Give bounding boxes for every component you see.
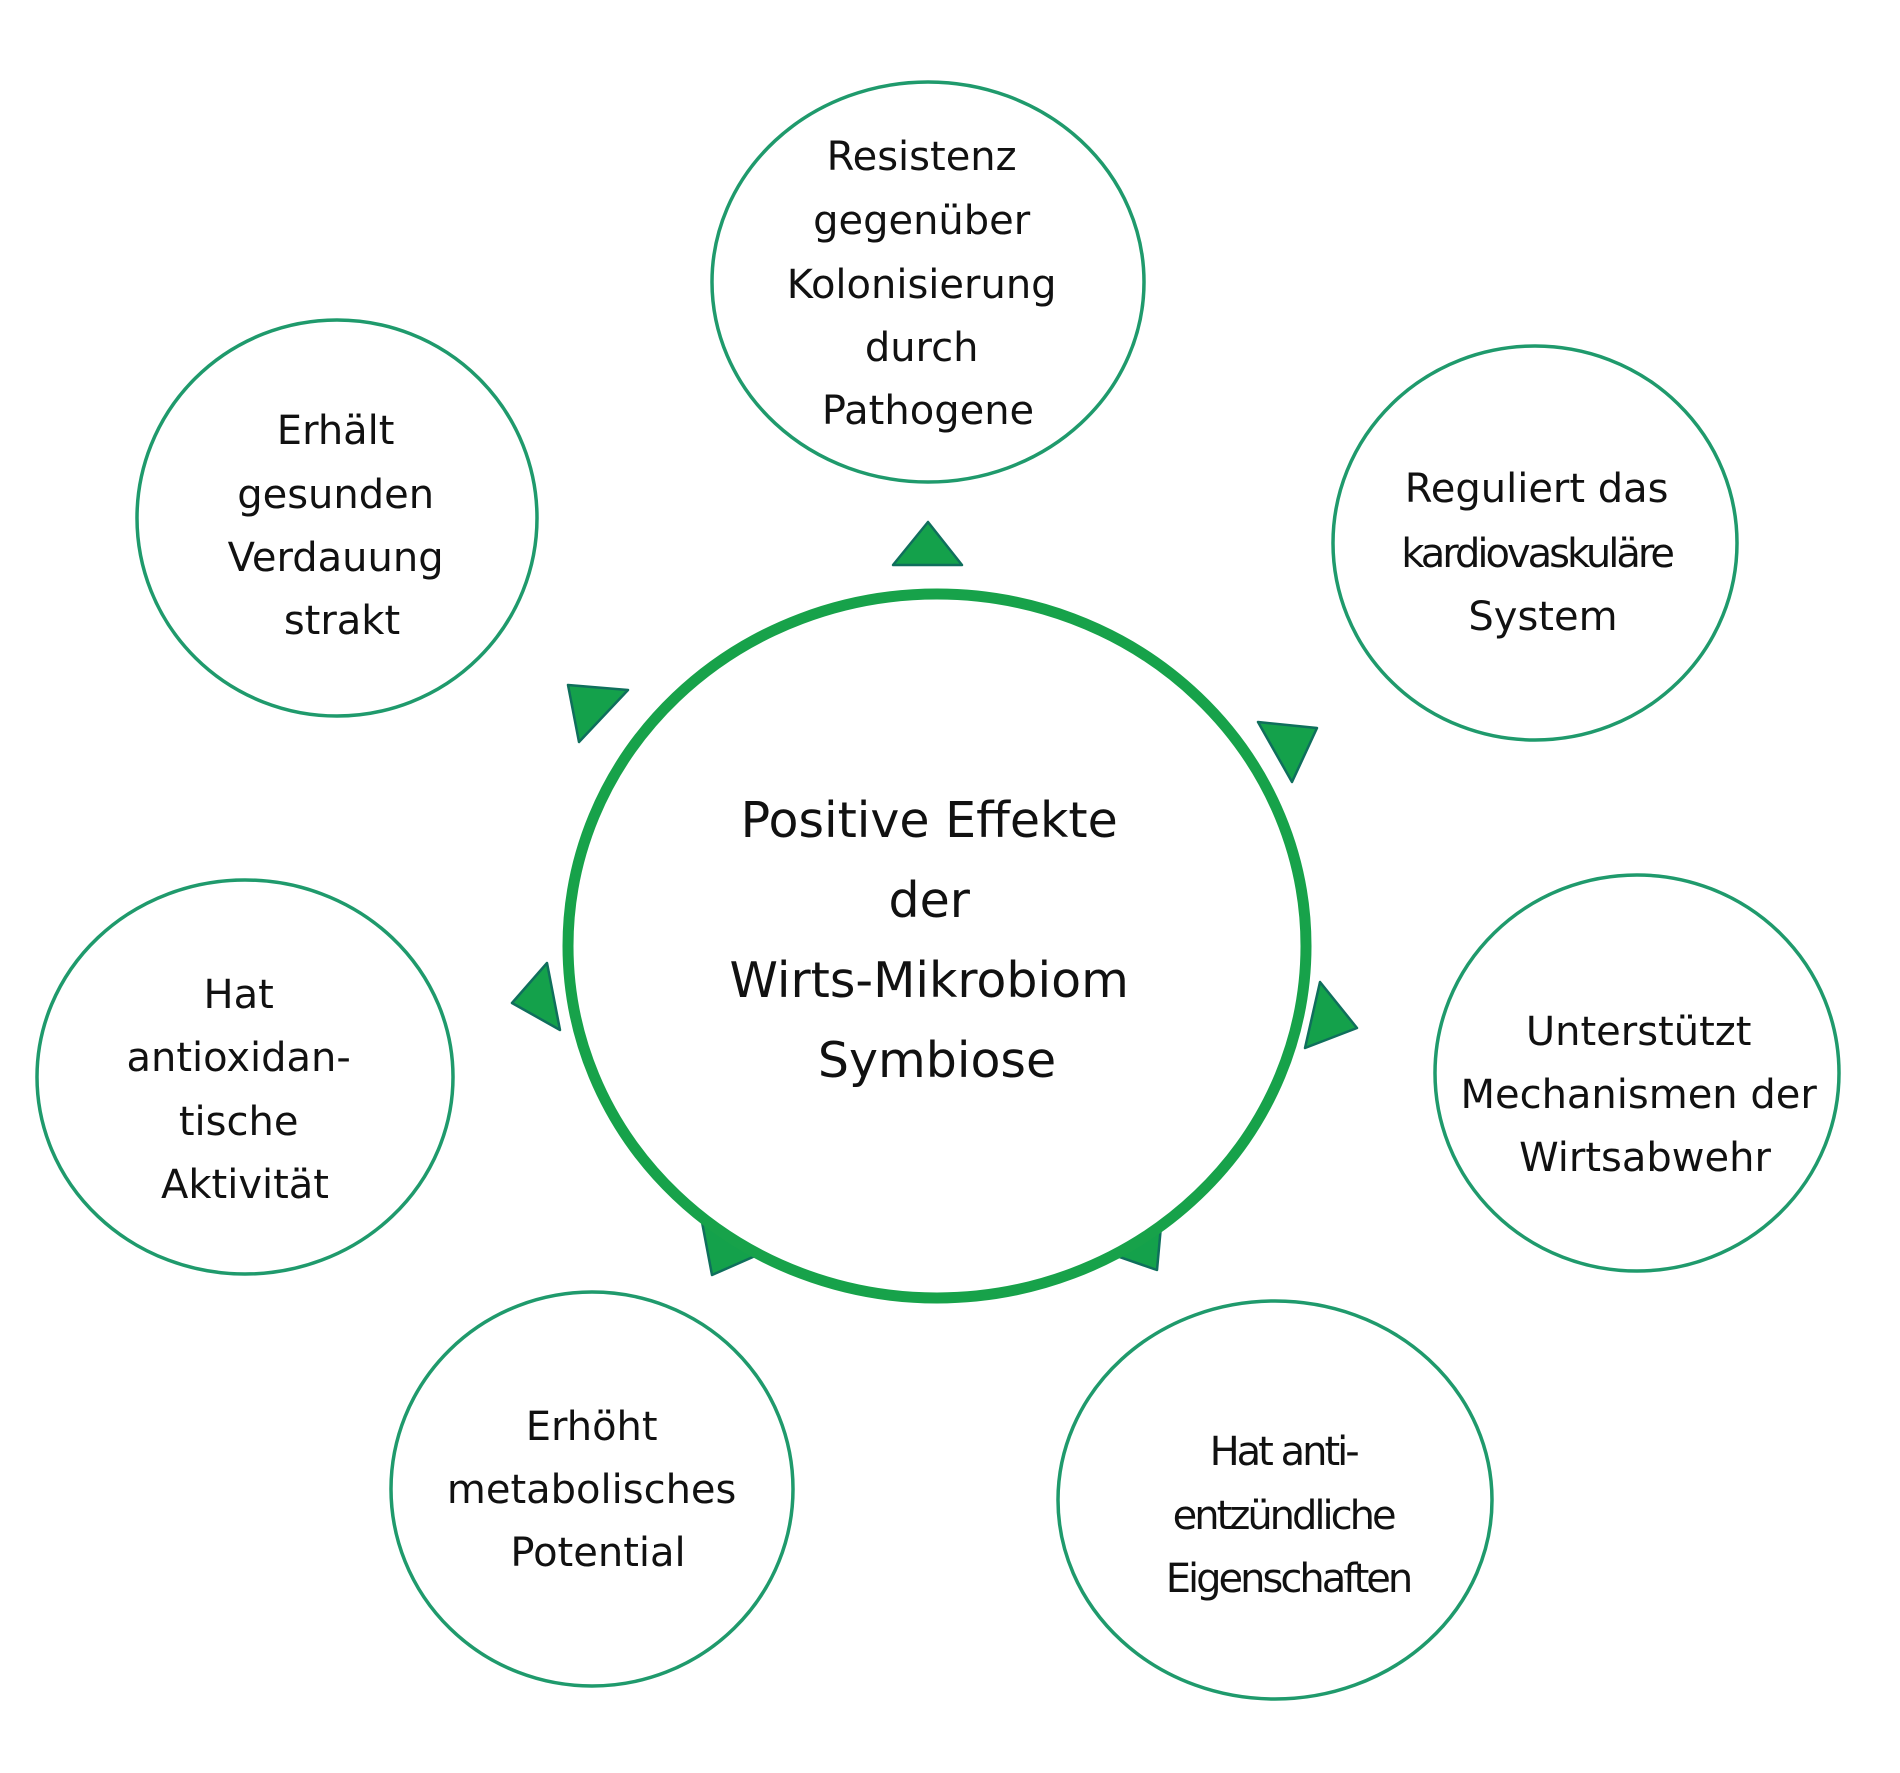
effect-label-line: Erhält xyxy=(277,408,395,454)
effect-label-line: metabolisches xyxy=(447,1467,737,1513)
effect-node-host-defense: Unterstützt Mechanismen der Wirtsabwehr xyxy=(1433,873,1841,1273)
effect-label-line: durch xyxy=(865,325,979,371)
arrows xyxy=(510,520,1359,1277)
effect-ring xyxy=(1433,873,1841,1273)
arrow-top-icon xyxy=(891,520,964,567)
center-label-line: Positive Effekte xyxy=(741,792,1118,849)
effect-ring xyxy=(1331,344,1739,742)
center-label-line: der xyxy=(889,872,971,929)
effect-label-line: Erhöht xyxy=(526,1404,658,1450)
effect-label-line: gegenüber xyxy=(813,198,1031,244)
effect-label-line: strakt xyxy=(284,598,400,644)
arrow-top-left-icon xyxy=(566,683,630,744)
effect-label-line: Verdauung xyxy=(228,535,444,581)
effect-label: Resistenz gegenüber Kolonisierung durch … xyxy=(787,134,1070,434)
effect-label-line: Pathogene xyxy=(822,388,1034,434)
effect-label-line: kardiovaskuläre xyxy=(1401,531,1673,577)
effect-label-line: Resistenz xyxy=(827,134,1017,180)
effect-label: Hat anti- entzündliche Eigenschaften xyxy=(1166,1429,1410,1602)
effect-label-line: entzündliche xyxy=(1173,1493,1395,1539)
center-label: Positive Effekte der Wirts-Mikrobiom Sym… xyxy=(730,792,1145,1089)
center-label-line: Wirts-Mikrobiom xyxy=(730,952,1129,1009)
effect-label: Reguliert das kardiovaskuläre System xyxy=(1401,466,1685,640)
effect-label-line: gesunden xyxy=(237,472,434,518)
arrow-top-right-icon xyxy=(1256,720,1319,784)
effect-label-line: Hat xyxy=(204,972,274,1018)
effect-label-line: Aktivität xyxy=(161,1162,329,1208)
effect-ring xyxy=(1056,1299,1494,1701)
effect-label-line: antioxidan- xyxy=(126,1035,350,1081)
effect-label-line: Mechanismen der xyxy=(1460,1072,1817,1118)
effect-ring xyxy=(35,878,455,1276)
arrow-left-icon xyxy=(510,961,562,1032)
effect-ring xyxy=(135,318,539,718)
effect-label-line: Hat anti- xyxy=(1210,1429,1359,1475)
effect-label: Erhält gesunden Verdauung strakt xyxy=(228,408,457,644)
effect-label-line: Unterstützt xyxy=(1526,1009,1752,1055)
effect-label-line: Potential xyxy=(510,1530,685,1576)
center-label-line: Symbiose xyxy=(818,1032,1056,1089)
center-node: Positive Effekte der Wirts-Mikrobiom Sym… xyxy=(562,588,1312,1304)
effect-node-antioxidant: Hat antioxidan- tische Aktivität xyxy=(35,878,455,1276)
effect-label-line: tische xyxy=(179,1099,299,1145)
effect-ring xyxy=(389,1290,795,1688)
effect-label: Erhöht metabolisches Potential xyxy=(447,1404,749,1576)
effect-label: Unterstützt Mechanismen der Wirtsabwehr xyxy=(1460,1009,1829,1181)
effect-node-digestion: Erhält gesunden Verdauung strakt xyxy=(135,318,539,718)
effect-label: Hat antioxidan- tische Aktivität xyxy=(126,972,363,1208)
effect-node-cardiovascular: Reguliert das kardiovaskuläre System xyxy=(1331,344,1739,742)
effect-label-line: Eigenschaften xyxy=(1166,1556,1410,1602)
arrow-right-icon xyxy=(1303,980,1359,1050)
effect-ring xyxy=(710,80,1146,484)
effect-node-metabolic: Erhöht metabolisches Potential xyxy=(389,1290,795,1688)
center-ring xyxy=(562,588,1312,1304)
effect-label-line: Reguliert das xyxy=(1405,466,1669,512)
effect-label-line: System xyxy=(1468,594,1617,640)
effect-label-line: Wirtsabwehr xyxy=(1519,1135,1771,1181)
effect-node-resistance: Resistenz gegenüber Kolonisierung durch … xyxy=(710,80,1146,484)
effect-node-anti-inflammatory: Hat anti- entzündliche Eigenschaften xyxy=(1056,1299,1494,1701)
effect-label-line: Kolonisierung xyxy=(787,262,1057,308)
